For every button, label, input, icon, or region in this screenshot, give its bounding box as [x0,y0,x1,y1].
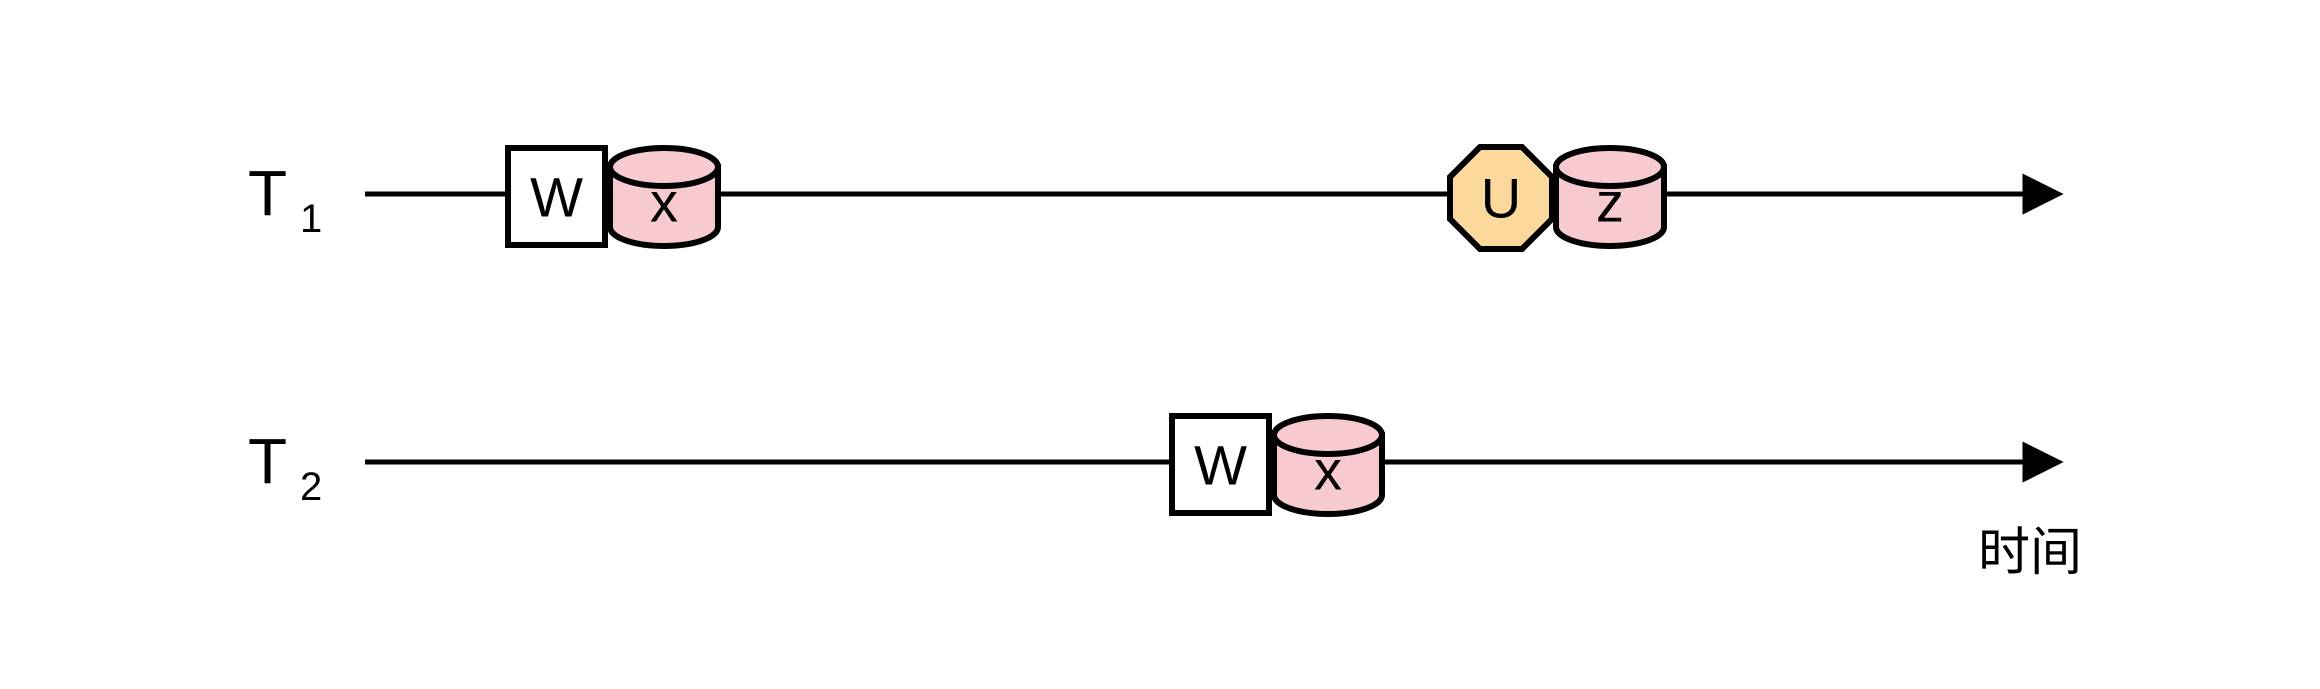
t2-write-box-square [1169,413,1272,516]
time-axis-caption: 时间 [1978,523,2082,583]
timeline-t1-label: T [248,157,287,229]
t2-datastore-x-top-ellipse [1271,413,1385,457]
t1-datastore-z-letter: z [1596,171,1624,234]
t2-node-write-x-box[interactable]: W [1169,413,1272,516]
t2-write-box-letter: W [1194,434,1247,497]
t1-operation-u-letter: U [1481,167,1521,230]
t1-datastore-z-body [1553,164,1667,249]
t1-write-box-square [505,145,608,248]
t1-write-box-letter: W [530,166,583,229]
t1-node-datastore-z[interactable]: z [1553,145,1667,249]
timeline-t1: T 1 W x U [248,144,2064,252]
timeline-t2-label: T [248,425,287,497]
t1-datastore-x-top-ellipse [607,145,721,189]
t1-operation-u-octagon-shape [1447,144,1555,252]
t1-node-operation-u-octagon[interactable]: U [1447,144,1555,252]
timeline-t2: T 2 W x [248,413,2064,517]
t1-datastore-x-body [607,164,721,249]
t2-node-datastore-x[interactable]: x [1271,413,1385,517]
t2-datastore-x-body [1271,432,1385,517]
t1-datastore-z-top-ellipse [1553,145,1667,189]
timeline-t2-label-subscript: 2 [300,465,322,509]
t2-datastore-x-letter: x [1314,439,1342,502]
t1-datastore-x-letter: x [650,171,678,234]
t1-node-datastore-x[interactable]: x [607,145,721,249]
timeline-t1-label-subscript: 1 [300,197,322,241]
t1-node-write-x-box[interactable]: W [505,145,608,248]
